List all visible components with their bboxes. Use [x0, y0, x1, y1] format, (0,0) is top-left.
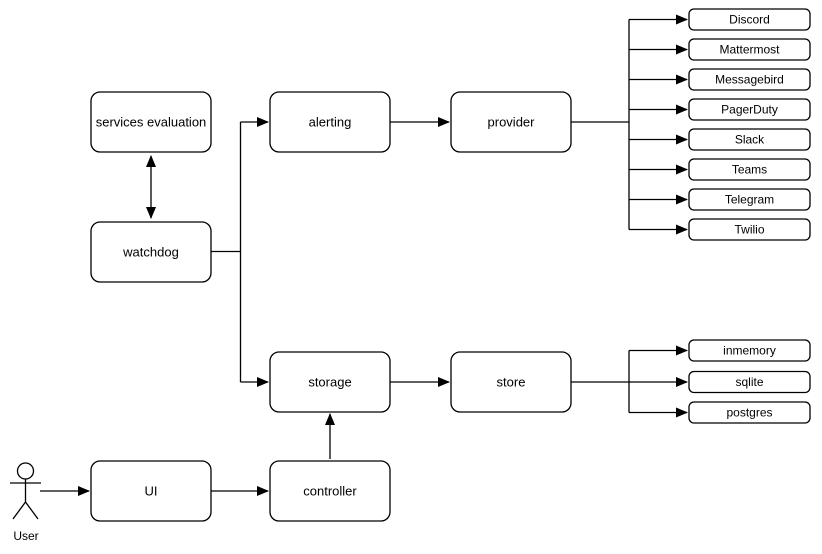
node-store-label: store: [497, 375, 526, 390]
leaf-provider-twilio: Twilio: [688, 218, 811, 241]
node-ui-box: [90, 460, 212, 522]
node-store-box: [450, 351, 572, 413]
node-alerting-label: alerting: [309, 115, 352, 130]
leaf-provider-messagebird-label: Messagebird: [715, 73, 784, 87]
leaf-provider-teams-label: Teams: [732, 163, 767, 177]
node-services-evaluation-box: [90, 91, 212, 153]
node-alerting-box: [269, 91, 391, 153]
leaf-provider-messagebird: Messagebird: [688, 68, 811, 91]
leaf-provider-telegram-label: Telegram: [725, 193, 774, 207]
node-controller-box: [269, 460, 391, 522]
leaf-store-postgres-label: postgres: [726, 406, 772, 420]
node-watchdog-label: watchdog: [122, 245, 179, 260]
node-ui-label: UI: [145, 484, 158, 499]
node-storage: storage: [269, 351, 391, 413]
actor-user-label: User: [13, 529, 38, 543]
node-provider: provider: [450, 91, 572, 153]
actor-user: User: [10, 462, 41, 543]
leaf-store-sqlite: sqlite: [688, 370, 811, 394]
node-controller: controller: [269, 460, 391, 522]
node-ui: UI: [90, 460, 212, 522]
node-watchdog: watchdog: [90, 221, 212, 283]
edge-layer: [40, 14, 688, 496]
node-provider-label: provider: [488, 115, 536, 130]
leaf-provider-teams: Teams: [688, 158, 811, 181]
leaf-provider-slack: Slack: [688, 128, 811, 151]
node-store: store: [450, 351, 572, 413]
node-provider-box: [450, 91, 572, 153]
leaf-store-inmemory-label: inmemory: [723, 344, 776, 358]
leaf-provider-discord: Discord: [688, 8, 811, 31]
leaf-store-inmemory: inmemory: [688, 339, 811, 362]
actor-legs-icon: [12, 500, 39, 520]
leaf-store-sqlite-label: sqlite: [735, 375, 763, 389]
node-services-evaluation-label: services evaluation: [96, 115, 207, 130]
actor-head-icon: [16, 462, 35, 480]
node-alerting: alerting: [269, 91, 391, 153]
leaf-provider-discord-label: Discord: [729, 13, 770, 27]
node-controller-label: controller: [303, 484, 357, 499]
leaf-provider-mattermost-label: Mattermost: [719, 43, 780, 57]
node-watchdog-box: [90, 221, 212, 283]
leaf-store-postgres: postgres: [688, 401, 811, 424]
leaf-provider-slack-label: Slack: [735, 133, 765, 147]
leaf-provider-telegram: Telegram: [688, 188, 811, 211]
leaf-provider-twilio-label: Twilio: [734, 223, 764, 237]
leaf-provider-pagerduty: PagerDuty: [688, 98, 811, 121]
leaf-provider-pagerduty-label: PagerDuty: [721, 103, 778, 117]
node-storage-box: [269, 351, 391, 413]
node-storage-label: storage: [308, 375, 351, 390]
leaf-provider-mattermost: Mattermost: [688, 38, 811, 61]
node-services-evaluation: services evaluation: [90, 91, 212, 153]
